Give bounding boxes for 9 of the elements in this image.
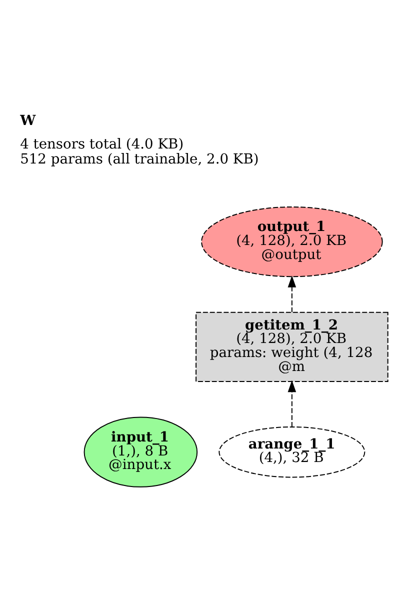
node-ellipse: arange_1_1 (4,), 32 B xyxy=(218,426,366,478)
diagram-title: W xyxy=(20,112,36,128)
label: 512 params (all trainable, 2.0 KB) xyxy=(20,151,259,168)
node-ellipse: input_1 (1,), 8 B @input.x xyxy=(84,416,198,487)
arrow xyxy=(288,380,296,427)
label: 4 tensors total (4.0 KB) xyxy=(20,136,184,152)
node-ellipse: output_1 (4, 128), 2.0 KB @output xyxy=(201,206,383,277)
arrow xyxy=(288,275,296,312)
node-box: getitem_1_2 (4, 128), 2.0 KB params: weight (4, 128 @m xyxy=(196,311,388,382)
